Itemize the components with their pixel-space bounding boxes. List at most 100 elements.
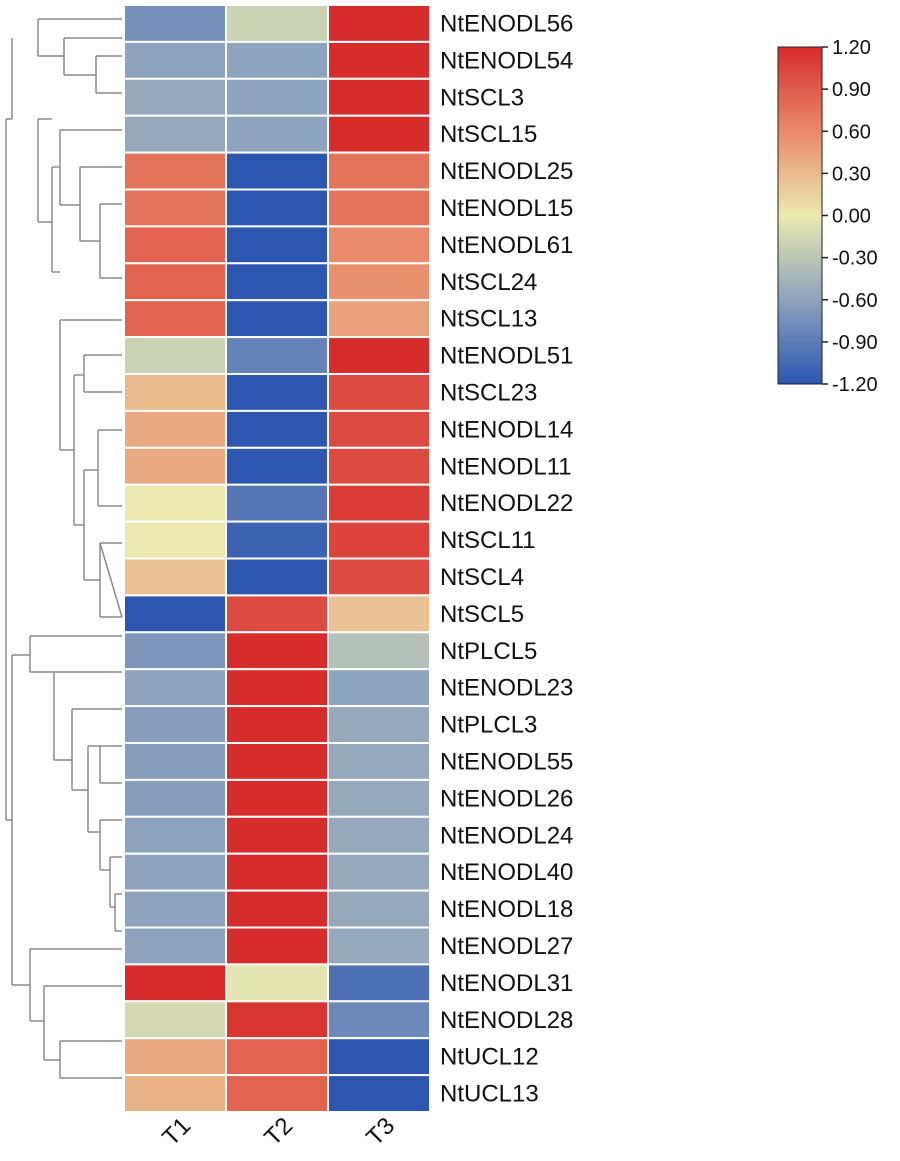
row-label: NtENODL15 xyxy=(440,195,573,222)
row-label: NtSCL11 xyxy=(440,527,536,554)
row-label: NtENODL56 xyxy=(440,10,573,37)
row-label: NtENODL27 xyxy=(440,933,573,960)
heatmap-cell xyxy=(225,225,329,265)
row-label: NtSCL4 xyxy=(440,564,524,591)
colorbar-tick-label: 0.00 xyxy=(832,206,871,228)
row-label: NtSCL24 xyxy=(440,269,537,296)
heatmap-cell xyxy=(123,1074,227,1113)
heatmap-cell xyxy=(123,889,227,929)
heatmap-cell xyxy=(327,557,431,597)
heatmap-cell xyxy=(225,40,329,80)
heatmap-cell xyxy=(225,668,329,708)
heatmap-cell xyxy=(123,299,227,339)
row-label: NtENODL14 xyxy=(440,416,573,443)
heatmap-cell xyxy=(123,409,227,449)
row-label: NtENODL28 xyxy=(440,1007,573,1034)
column-label: T3 xyxy=(361,1112,400,1151)
row-label: NtSCL5 xyxy=(440,601,524,628)
heatmap-cell xyxy=(123,225,227,265)
heatmap-cell xyxy=(327,594,431,634)
heatmap-cell xyxy=(327,926,431,966)
row-label: NtENODL26 xyxy=(440,785,573,812)
heatmap-cell xyxy=(123,483,227,523)
heatmap-cell xyxy=(327,77,431,117)
heatmap-cell xyxy=(327,336,431,376)
heatmap-cell xyxy=(327,262,431,302)
heatmap-cell xyxy=(123,520,227,560)
row-label: NtSCL13 xyxy=(440,306,537,333)
heatmap-cell xyxy=(225,631,329,671)
row-label: NtENODL22 xyxy=(440,490,573,517)
heatmap-cell xyxy=(327,963,431,1003)
heatmap-cell xyxy=(123,815,227,855)
heatmap-cell xyxy=(327,889,431,929)
colorbar-tick-label: -0.60 xyxy=(832,290,878,312)
heatmap-cell xyxy=(225,299,329,339)
heatmap-cell xyxy=(327,520,431,560)
heatmap-cell xyxy=(123,77,227,117)
heatmap-cell xyxy=(123,557,227,597)
heatmap-cell xyxy=(225,336,329,376)
heatmap-cell xyxy=(225,151,329,191)
heatmap-cell xyxy=(123,631,227,671)
row-label: NtENODL55 xyxy=(440,748,573,775)
colorbar-tick-label: 0.90 xyxy=(832,79,871,101)
row-label: NtENODL24 xyxy=(440,822,573,849)
colorbar-gradient xyxy=(777,46,823,385)
heatmap-cell xyxy=(225,889,329,929)
heatmap-cells xyxy=(123,4,431,1113)
heatmap-cell xyxy=(225,1037,329,1077)
column-label: T2 xyxy=(259,1112,298,1151)
colorbar-tick-label: -0.30 xyxy=(832,248,878,270)
heatmap-cell xyxy=(225,1000,329,1040)
heatmap-cell xyxy=(123,778,227,818)
colorbar-tick-label: 0.60 xyxy=(832,121,871,143)
heatmap-cell xyxy=(225,4,329,43)
heatmap-cell xyxy=(123,1037,227,1077)
heatmap-cell xyxy=(225,926,329,966)
heatmap-cell xyxy=(327,446,431,486)
row-label: NtENODL23 xyxy=(440,675,573,702)
heatmap-cell xyxy=(225,262,329,302)
heatmap-cell xyxy=(327,299,431,339)
heatmap-cell xyxy=(225,446,329,486)
heatmap-cell xyxy=(123,114,227,154)
heatmap-cell xyxy=(225,483,329,523)
heatmap-cell xyxy=(327,483,431,523)
column-labels: T1 T2 T3 xyxy=(157,1112,400,1151)
row-label: NtENODL51 xyxy=(440,343,573,370)
row-label: NtENODL54 xyxy=(440,47,573,74)
heatmap-cell xyxy=(225,963,329,1003)
heatmap-cell xyxy=(225,742,329,781)
heatmap-cell xyxy=(327,705,431,744)
colorbar-tick-label: 0.30 xyxy=(832,163,871,185)
heatmap-cell xyxy=(225,373,329,412)
heatmap-cell xyxy=(327,114,431,154)
heatmap-cell xyxy=(327,373,431,412)
heatmap-cell xyxy=(225,594,329,634)
heatmap-cell xyxy=(225,77,329,117)
heatmap-cell xyxy=(225,852,329,892)
heatmap-cell xyxy=(225,520,329,560)
heatmap-cell xyxy=(327,631,431,671)
heatmap-cell xyxy=(327,40,431,80)
row-label: NtSCL15 xyxy=(440,121,537,148)
row-label: NtENODL40 xyxy=(440,859,573,886)
row-label: NtSCL3 xyxy=(440,84,524,111)
heatmap-cell xyxy=(327,188,431,228)
heatmap-cell xyxy=(123,1000,227,1040)
heatmap-cell xyxy=(327,1037,431,1077)
heatmap-cell xyxy=(123,926,227,966)
heatmap-cell xyxy=(327,151,431,191)
row-label: NtPLCL5 xyxy=(440,638,537,665)
heatmap-cell xyxy=(123,40,227,80)
heatmap-cell xyxy=(327,852,431,892)
heatmap-cell xyxy=(327,1074,431,1113)
row-label: NtENODL11 xyxy=(440,453,572,480)
heatmap-cell xyxy=(327,1000,431,1040)
heatmap-cell xyxy=(123,262,227,302)
column-label: T1 xyxy=(157,1112,196,1151)
heatmap-cell xyxy=(327,778,431,818)
heatmap-cell xyxy=(225,409,329,449)
